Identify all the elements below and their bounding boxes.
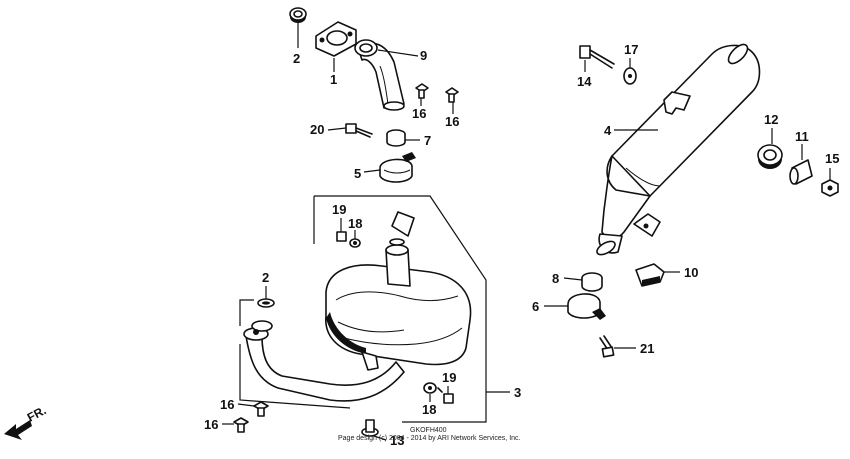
- label-16-b: 16: [445, 114, 459, 129]
- exhaust-pipe-upper: [354, 39, 405, 111]
- grommet-12: [757, 144, 783, 169]
- label-2-lower: 2: [262, 270, 269, 285]
- washer-17: [623, 67, 637, 85]
- clip-nut-10: [635, 263, 665, 287]
- muffler-assembly-3: [239, 195, 487, 423]
- label-16-c: 16: [220, 397, 234, 412]
- label-18-b: 18: [422, 402, 436, 417]
- nut-15: [821, 179, 839, 197]
- bolt-21: [599, 335, 615, 358]
- silencer-4: [596, 43, 761, 256]
- front-direction-arrow: FR.: [4, 403, 48, 440]
- bolt-20: [345, 123, 373, 138]
- label-2-top: 2: [293, 51, 300, 66]
- label-15: 15: [825, 151, 839, 166]
- label-9: 9: [420, 48, 427, 63]
- label-4: 4: [604, 123, 612, 138]
- label-1: 1: [330, 72, 337, 87]
- label-19-b: 19: [442, 370, 456, 385]
- joint-flange: [315, 21, 357, 57]
- gasket-ring-lower: [257, 298, 275, 308]
- label-5: 5: [354, 166, 361, 181]
- copyright-notice: Page design (c) 2004 - 2014 by ARI Netwo…: [338, 435, 521, 442]
- bolt-19-lower: [437, 387, 454, 404]
- diagram-code: GKOFH400: [410, 427, 447, 434]
- bolt-16-lower-upper: [253, 401, 269, 417]
- bolt-14: [579, 45, 615, 69]
- gasket-8: [581, 272, 603, 292]
- label-16-a: 16: [412, 106, 426, 121]
- washer-18-lower: [423, 382, 437, 394]
- label-13: 13: [390, 433, 404, 448]
- label-3: 3: [514, 385, 521, 400]
- label-7: 7: [424, 133, 431, 148]
- bolt-16-lower-lower: [233, 417, 249, 433]
- label-10: 10: [684, 265, 698, 280]
- label-6: 6: [532, 299, 539, 314]
- label-18-a: 18: [348, 216, 362, 231]
- clamp-6: [567, 293, 606, 320]
- bolt-16-top-right: [445, 87, 459, 103]
- washer-18-upper: [349, 238, 361, 248]
- label-11: 11: [795, 129, 809, 144]
- bolt-13: [361, 419, 379, 437]
- collar-7: [386, 129, 406, 147]
- label-17: 17: [624, 42, 638, 57]
- collar-11: [789, 159, 813, 185]
- bolt-19-upper: [336, 231, 347, 242]
- label-19-a: 19: [332, 202, 346, 217]
- label-20: 20: [310, 122, 324, 137]
- clamp-5: [379, 152, 416, 183]
- label-8: 8: [552, 271, 559, 286]
- leader-lines: [222, 22, 831, 441]
- bolt-16-top-left: [415, 83, 429, 99]
- gasket-ring-top: [289, 7, 307, 23]
- label-12: 12: [764, 112, 778, 127]
- label-21: 21: [640, 341, 654, 356]
- label-16-d: 16: [204, 417, 218, 432]
- label-14: 14: [577, 74, 592, 89]
